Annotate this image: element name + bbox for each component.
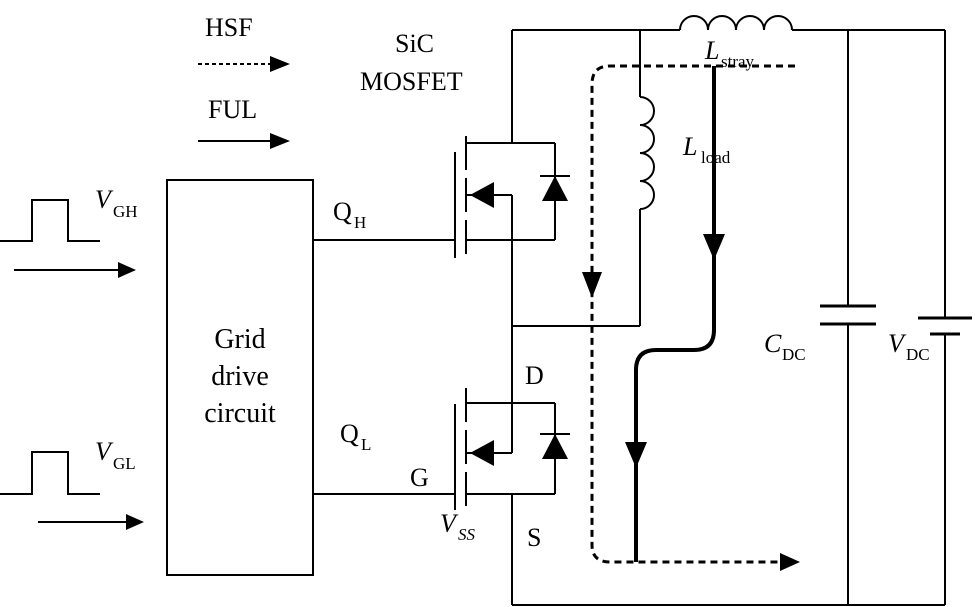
legend-hsf-label: HSF xyxy=(205,13,253,42)
vss-subscript: SS xyxy=(458,525,476,544)
cdc-label: C xyxy=(764,329,782,358)
lload-label: L xyxy=(682,132,697,161)
cdc-subscript: DC xyxy=(782,345,806,364)
driver-label-line2: drive xyxy=(211,361,269,392)
ql-label: Q xyxy=(340,419,359,448)
driver-label-line1: Grid xyxy=(214,324,265,355)
vgl-label: V xyxy=(95,437,114,466)
vdc-label: V xyxy=(888,329,907,358)
ful-current-path xyxy=(625,66,725,562)
vdc-subscript: DC xyxy=(906,345,930,364)
vgl-pulse xyxy=(0,451,144,530)
vss-label: V xyxy=(440,509,459,538)
device-title-line2: MOSFET xyxy=(360,67,463,96)
high-side-mosfet xyxy=(454,136,570,258)
hsf-current-path xyxy=(582,64,800,571)
low-side-mosfet xyxy=(454,388,570,510)
drain-label: D xyxy=(525,361,544,390)
lstray-label: L xyxy=(704,36,719,65)
lstray-subscript: stray xyxy=(721,52,755,71)
qh-subscript: H xyxy=(354,213,366,232)
legend-hsf-arrowhead xyxy=(270,56,290,72)
ql-subscript: L xyxy=(361,435,371,454)
load-inductor xyxy=(639,96,655,210)
vgh-subscript: GH xyxy=(113,202,138,221)
gate-label: G xyxy=(410,463,429,492)
qh-label: Q xyxy=(333,197,352,226)
device-title-line1: SiC xyxy=(395,29,434,58)
gate-driver-block xyxy=(166,179,314,576)
vgl-subscript: GL xyxy=(113,454,136,473)
vgh-pulse xyxy=(0,199,136,278)
stray-inductor xyxy=(679,15,793,31)
legend-ful-label: FUL xyxy=(208,95,257,124)
driver-label-line3: circuit xyxy=(204,398,276,429)
vgh-label: V xyxy=(95,185,114,214)
legend-ful-arrowhead xyxy=(270,133,290,149)
source-label: S xyxy=(527,523,541,552)
legend: HSF FUL xyxy=(198,13,290,149)
